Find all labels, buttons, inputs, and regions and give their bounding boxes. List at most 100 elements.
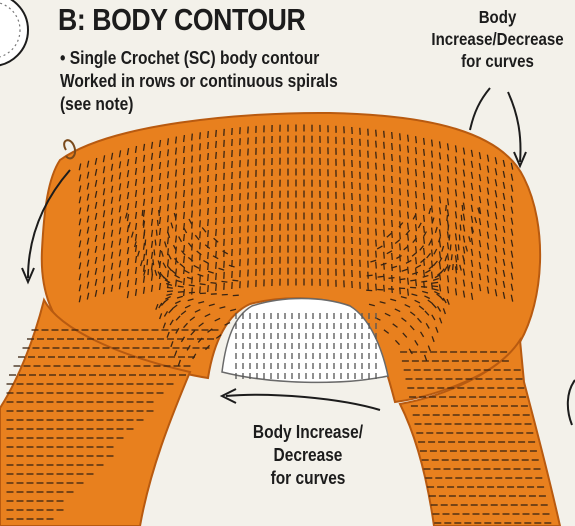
stitch-mark	[376, 196, 377, 203]
stitch-mark	[459, 235, 460, 241]
stitch-mark	[208, 230, 209, 237]
stitch-mark	[192, 288, 193, 295]
stitch-mark	[200, 286, 201, 293]
stitch-mark	[189, 285, 195, 286]
stitch-mark	[392, 220, 393, 227]
stitch-mark	[424, 149, 425, 156]
stitch-mark	[208, 285, 209, 292]
stitch-mark	[408, 278, 409, 285]
stitch-mark	[211, 283, 217, 284]
stitch-mark	[384, 219, 385, 226]
stitch-mark	[176, 236, 177, 243]
stitch-mark	[432, 239, 433, 246]
stitch-mark	[392, 209, 393, 216]
stitch-mark	[200, 264, 201, 271]
section-title: B: BODY CONTOUR	[58, 2, 305, 38]
stitch-mark	[153, 259, 154, 265]
stitch-mark	[448, 225, 449, 231]
stitch-mark	[400, 188, 401, 195]
stitch-mark	[168, 171, 169, 178]
stitch-mark	[410, 280, 416, 281]
stitch-mark	[384, 208, 385, 215]
stitch-mark	[176, 269, 177, 276]
callout-line: Body	[431, 6, 564, 28]
stitch-mark	[376, 207, 377, 214]
stitch-mark	[384, 252, 385, 259]
callout-line: for curves	[231, 467, 386, 490]
stitch-mark	[416, 191, 417, 198]
stitch-mark	[216, 152, 217, 159]
stitch-mark	[432, 286, 438, 287]
note-line: Worked in rows or continuous spirals	[60, 69, 338, 92]
stitch-mark	[376, 273, 377, 280]
stitch-mark	[384, 285, 385, 292]
stitch-mark	[408, 201, 409, 208]
bottom-curve-arrow-icon	[222, 389, 380, 410]
stitch-mark	[416, 257, 417, 264]
stitch-mark	[416, 136, 417, 143]
stitch-mark	[184, 179, 185, 186]
stitch-mark	[176, 148, 177, 155]
stitch-mark	[376, 240, 377, 247]
stitch-mark	[384, 175, 385, 182]
stitch-mark	[200, 176, 201, 183]
stitch-mark	[457, 254, 458, 260]
stitch-mark	[208, 142, 209, 149]
stitch-mark	[216, 273, 217, 280]
stitch-mark	[178, 286, 184, 287]
stitch-mark	[451, 254, 452, 260]
stitch-mark	[200, 132, 201, 139]
stitch-mark	[421, 281, 427, 282]
stitch-mark	[216, 196, 217, 203]
note-line: (see note)	[60, 92, 338, 115]
stitch-mark	[192, 145, 193, 152]
stitch-mark	[176, 203, 177, 210]
stitch-mark	[384, 274, 385, 281]
stitch-mark	[399, 279, 405, 280]
stitch-mark	[176, 225, 177, 232]
stitch-mark	[184, 234, 185, 241]
stitch-mark	[168, 270, 169, 277]
stitch-mark	[432, 140, 433, 147]
stitch-mark	[192, 156, 193, 163]
stitch-mark	[416, 180, 417, 187]
stitch-mark	[142, 210, 143, 216]
stitch-mark	[208, 197, 209, 204]
stitch-mark	[384, 164, 385, 171]
stitch-mark	[148, 269, 149, 275]
stitch-mark	[432, 272, 433, 279]
stitch-mark	[432, 250, 433, 257]
stitch-mark	[447, 215, 448, 221]
stitch-mark	[168, 204, 169, 211]
stitch-mark	[424, 193, 425, 200]
stitch-mark	[424, 270, 425, 277]
stitch-mark	[416, 158, 417, 165]
stitch-mark	[392, 132, 393, 139]
edge-curve-decoration	[568, 380, 575, 425]
stitch-mark	[192, 266, 193, 273]
stitch-mark	[216, 262, 217, 269]
stitch-mark	[400, 166, 401, 173]
stitch-mark	[424, 138, 425, 145]
stitch-mark	[376, 174, 377, 181]
stitch-mark	[184, 146, 185, 153]
stitch-mark	[367, 275, 373, 276]
stitch-mark	[408, 157, 409, 164]
stitch-mark	[376, 185, 377, 192]
callout-line: Increase/Decrease	[431, 28, 564, 50]
stitch-mark	[159, 210, 160, 216]
stitch-mark	[424, 204, 425, 211]
stitch-mark	[200, 165, 201, 172]
stitch-mark	[176, 280, 177, 287]
stitch-mark	[384, 153, 385, 160]
stitch-mark	[416, 169, 417, 176]
stitch-mark	[432, 282, 438, 283]
stitch-mark	[168, 138, 169, 145]
stitch-mark	[216, 174, 217, 181]
stitch-mark	[192, 167, 193, 174]
stitch-mark	[184, 289, 185, 296]
stitch-mark	[392, 154, 393, 161]
stitch-mark	[376, 141, 377, 148]
stitch-mark	[155, 240, 156, 246]
